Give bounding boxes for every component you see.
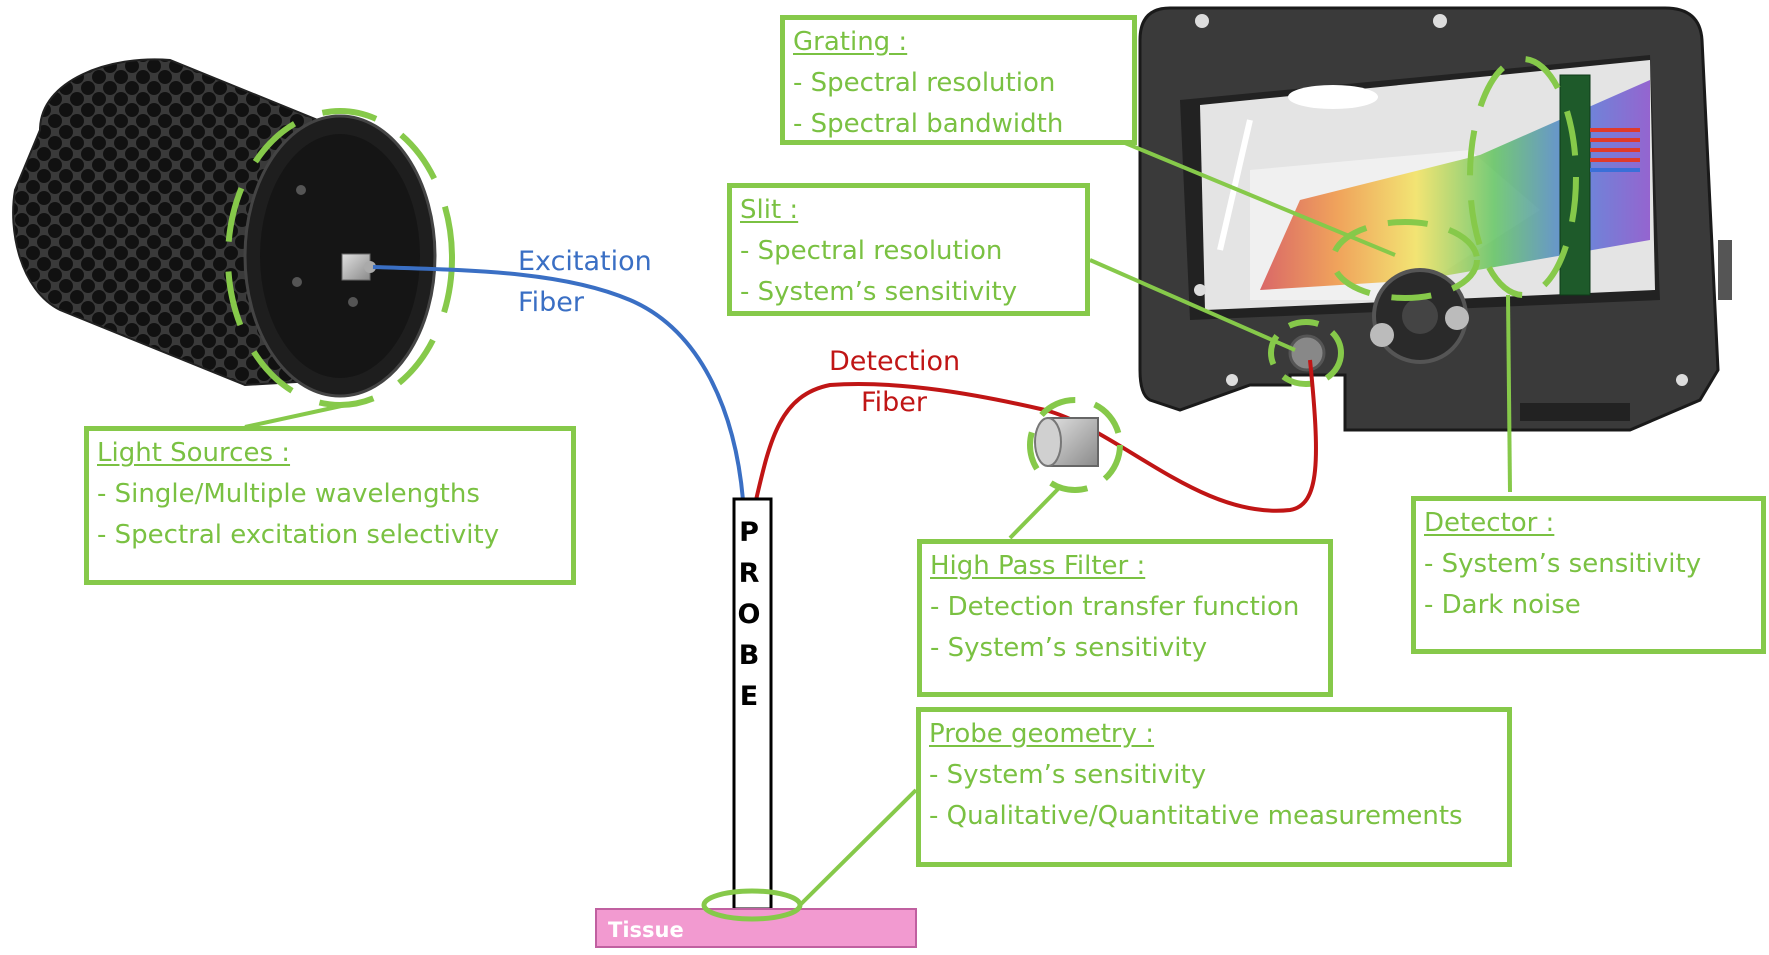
light-sources-item-2: - Spectral excitation selectivity	[97, 520, 500, 550]
probe-geometry-item-1: - System’s sensitivity	[929, 760, 1207, 790]
tissue-block	[595, 908, 917, 948]
detector-item-1: - System’s sensitivity	[1424, 549, 1702, 579]
detector-title: Detector :	[1424, 508, 1555, 538]
detection-fiber-label-line-2: Fiber	[861, 387, 927, 418]
excitation-fiber	[372, 265, 745, 501]
slit-item-2: - System’s sensitivity	[740, 277, 1018, 307]
grating-highlight-circle	[1330, 219, 1480, 301]
filter-highlight-circle	[1027, 397, 1123, 493]
tissue-label: Tissue	[608, 918, 684, 942]
grating-item-1: - Spectral resolution	[793, 68, 1056, 98]
probe-label: P R O B E	[729, 512, 769, 717]
excitation-fiber-label-line-1: Excitation	[518, 246, 652, 277]
probe-geometry-annotation-box: Probe geometry : - System’s sensitivity …	[916, 707, 1512, 867]
grating-item-2: - Spectral bandwidth	[793, 109, 1064, 139]
light-sources-title: Light Sources :	[97, 438, 291, 468]
probe-letter: B	[738, 640, 760, 671]
detection-fiber-label-line-1: Detection	[829, 346, 961, 377]
slit-item-1: - Spectral resolution	[740, 236, 1003, 266]
detector-item-2: - Dark noise	[1424, 590, 1581, 620]
high-pass-filter-item-1: - Detection transfer function	[930, 592, 1300, 622]
high-pass-filter-item-2: - System’s sensitivity	[930, 633, 1208, 663]
probe-geometry-title: Probe geometry :	[929, 719, 1155, 749]
probe-letter: O	[737, 599, 761, 630]
light-sources-item-1: - Single/Multiple wavelengths	[97, 479, 480, 509]
grating-annotation-box: Grating : - Spectral resolution - Spectr…	[780, 15, 1137, 145]
probe-geometry-item-2: - Qualitative/Quantitative measurements	[929, 801, 1463, 831]
probe-letter: R	[738, 558, 760, 589]
detection-fiber	[754, 359, 1318, 513]
spectrometer-device	[1138, 6, 1732, 432]
grating-title: Grating :	[793, 27, 908, 57]
slit-highlight-circle	[1268, 319, 1344, 387]
light-source-device	[12, 58, 437, 398]
detector-highlight-circle	[1467, 56, 1579, 298]
slit-title: Slit :	[740, 195, 799, 225]
detection-fiber-label: Detection Fiber	[829, 341, 960, 423]
excitation-fiber-label-line-2: Fiber	[518, 287, 584, 318]
high-pass-filter-title: High Pass Filter :	[930, 551, 1146, 581]
excitation-fiber-label: Excitation Fiber	[518, 241, 652, 323]
high-pass-filter-annotation-box: High Pass Filter : - Detection transfer …	[917, 539, 1333, 697]
probe-letter: P	[739, 517, 759, 548]
detector-annotation-box: Detector : - System’s sensitivity - Dark…	[1411, 496, 1766, 654]
light-sources-annotation-box: Light Sources : - Single/Multiple wavele…	[84, 426, 576, 585]
leader-lines	[244, 141, 1512, 907]
high-pass-filter-device	[1034, 417, 1099, 467]
probe-body	[732, 497, 773, 911]
probe-letter: E	[739, 681, 759, 712]
slit-annotation-box: Slit : - Spectral resolution - System’s …	[727, 183, 1090, 316]
